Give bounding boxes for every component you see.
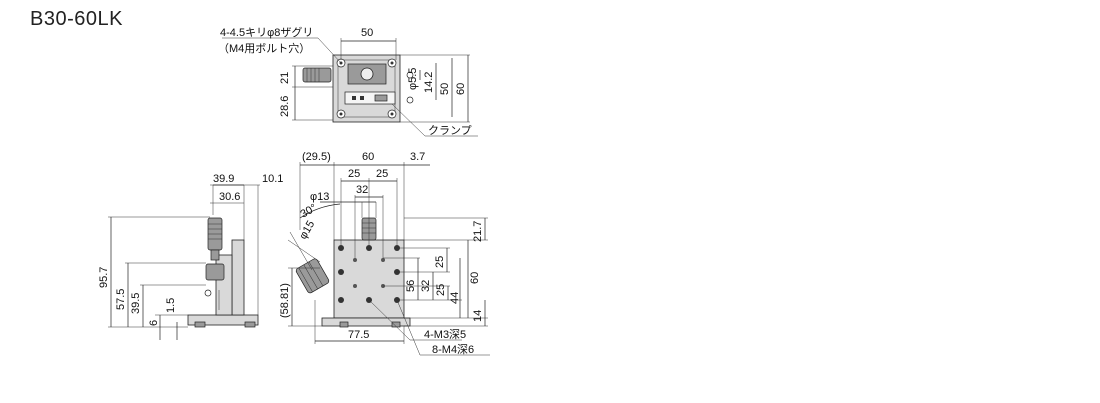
clamp-hole-1 [352, 96, 356, 100]
dim-25-b: 25 [376, 168, 388, 180]
dim-14: 14 [472, 310, 484, 322]
drawing-title: B30-60LK [30, 8, 123, 30]
dim-39-5: 39.5 [130, 293, 142, 314]
front-view: (29.5) 60 3.7 25 25 32 φ13 30° φ15 21.7 … [279, 151, 490, 356]
dim-50-right: 50 [439, 83, 451, 95]
note-m3: 4-M3深5 [424, 328, 466, 341]
dim-29-5: (29.5) [302, 151, 331, 163]
side-foot-right [244, 321, 256, 328]
dim-56: 56 [405, 280, 417, 292]
dim-39-9: 39.9 [213, 173, 234, 185]
dim-57-5: 57.5 [115, 289, 127, 310]
dim-30-6: 30.6 [219, 191, 240, 203]
front-plate [333, 239, 405, 319]
dim-77-5: 77.5 [348, 329, 369, 341]
angle-arc [299, 203, 341, 219]
dim-28-6: 28.6 [279, 96, 291, 117]
dim-1-5: 1.5 [165, 298, 177, 313]
dim-25-r2: 25 [435, 284, 447, 296]
dim-95-7: 95.7 [98, 267, 110, 288]
dim-60-r: 60 [469, 272, 481, 284]
dim-phi13: φ13 [310, 191, 329, 203]
dim-3-7: 3.7 [410, 151, 425, 163]
dim-58-81: (58.81) [279, 283, 291, 318]
top-view-center-hole [360, 67, 374, 81]
dim-44: 44 [449, 292, 461, 304]
dim-32-r: 32 [420, 280, 432, 292]
note-m4: 8-M4深6 [432, 343, 474, 356]
dim-10-1: 10.1 [262, 173, 283, 185]
dim-25-r1: 25 [434, 256, 446, 268]
dim-50-top: 50 [361, 27, 373, 39]
clamp-hole-2 [360, 96, 364, 100]
dim-30deg: 30° [299, 202, 319, 221]
dim-6: 6 [148, 320, 160, 326]
side-foot-left [194, 321, 206, 328]
dim-14-2: 14.2 [423, 72, 435, 93]
top-view-body [332, 54, 401, 123]
dim-60-right: 60 [455, 83, 467, 95]
dim-32: 32 [356, 184, 368, 196]
clamp-knob [374, 94, 388, 102]
side-clamp-knob [205, 263, 225, 281]
dim-60-top: 60 [362, 151, 374, 163]
dim-phi5-5: φ5.5 [407, 68, 419, 90]
side-vertical-plate [231, 239, 245, 316]
front-base [321, 317, 411, 327]
dim-21: 21 [279, 72, 291, 84]
bolt-note-line2: （M4用ボルト穴） [218, 41, 310, 55]
dim-25-a: 25 [348, 168, 360, 180]
clamp-label: クランプ [428, 124, 472, 137]
bolt-note-line1: 4-4.5キリφ8ザグリ [220, 25, 313, 39]
dim-21-7: 21.7 [472, 221, 484, 242]
top-view-micrometer [302, 67, 332, 83]
front-angled-micrometer [295, 258, 330, 294]
side-view: 39.9 10.1 30.6 95.7 57.5 39.5 6 1.5 [98, 173, 283, 340]
top-view-inner [337, 59, 396, 118]
top-view: 4-4.5キリφ8ザグリ （M4用ボルト穴） 50 21 28.6 φ5.5 1… [218, 25, 478, 137]
